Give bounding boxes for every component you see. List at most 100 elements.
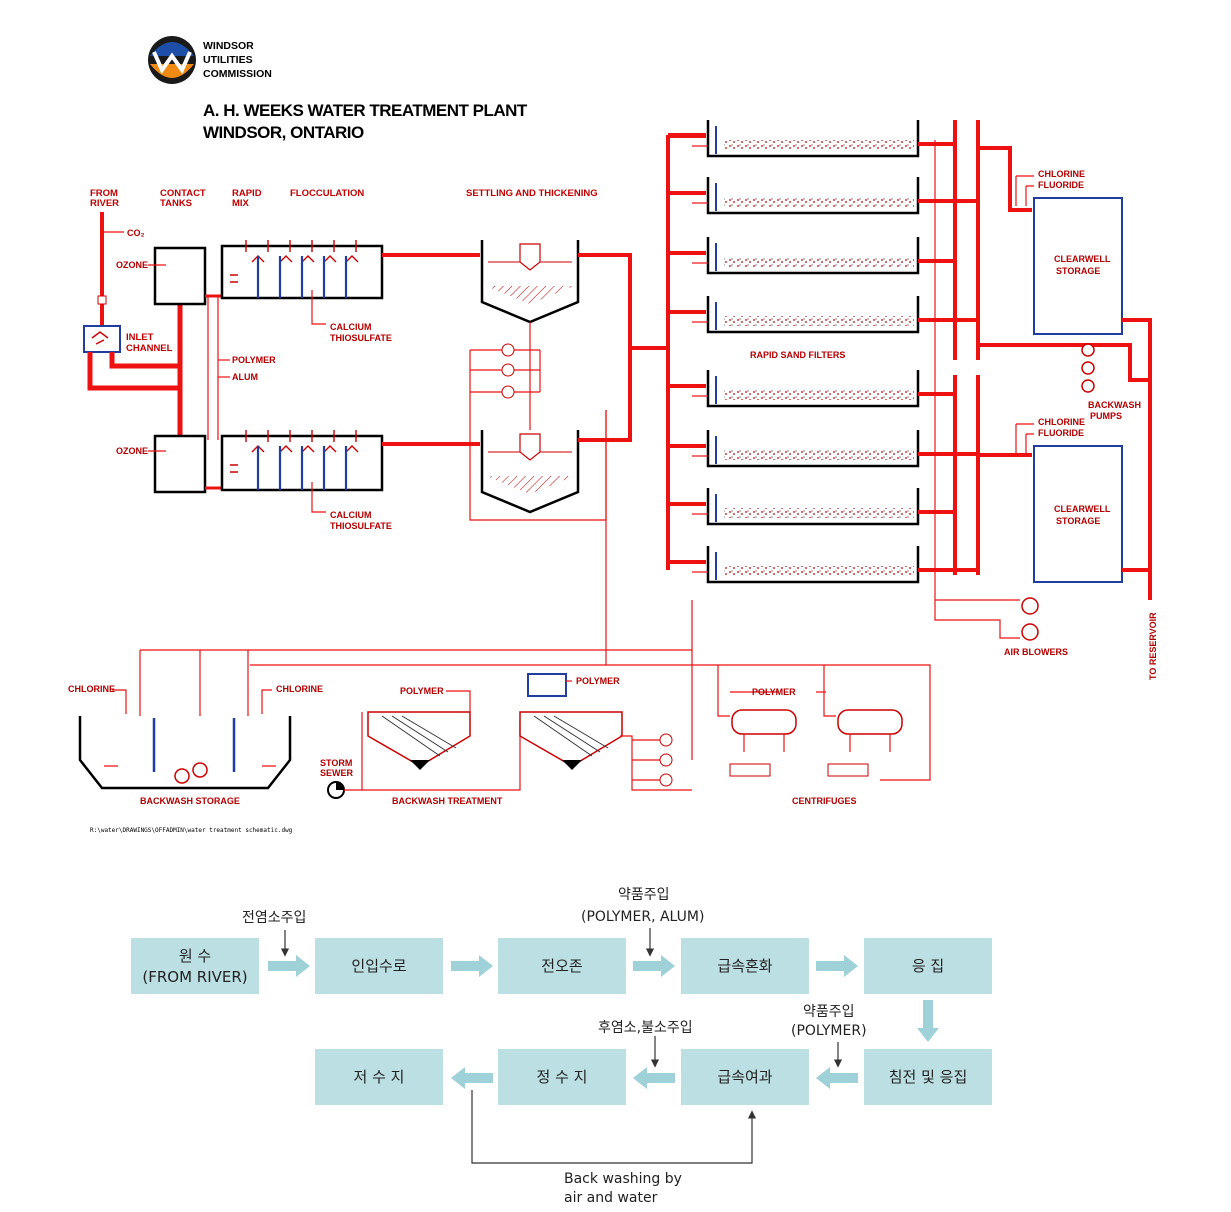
flow-step-r2-4 <box>864 1049 992 1105</box>
inlet-channel-label-2: CHANNEL <box>126 343 173 354</box>
flow-step-r2-2-label: 정 수 지 <box>537 1068 588 1086</box>
backwash-note-1: Back washing by <box>564 1171 682 1187</box>
calcium-top-label: CALCIUM <box>330 322 372 332</box>
plant-location: WINDSOR, ONTARIO <box>203 123 364 142</box>
backwash-storage-label: BACKWASH STORAGE <box>140 796 240 806</box>
flow-step-r2-1-label: 저 수 지 <box>354 1068 405 1086</box>
filter-cell <box>668 546 978 584</box>
flow-step-r1-3-label: 전오존 <box>541 957 583 975</box>
rapid-sand-filters-label: RAPID SAND FILTERS <box>750 350 845 360</box>
file-path: R:\water\DRAWINGS\OFFADMIN\water treatme… <box>90 827 293 834</box>
flow-step-r1-5-label: 응 집 <box>912 957 944 975</box>
clearwells: CLEARWELL STORAGE CLEARWELL STORAGE CHLO… <box>978 169 1158 680</box>
flow-step-r2-1 <box>315 1049 443 1105</box>
backwash-storage-tank <box>78 716 292 790</box>
filter-cell <box>668 237 955 275</box>
flow-step-r2-4-label: 침전 및 응집 <box>889 1068 968 1086</box>
chlorine-left-label: CHLORINE <box>68 684 115 694</box>
calcium-bottom-label: CALCIUM <box>330 510 372 520</box>
co2-label: CO₂ <box>127 228 145 238</box>
backwash-pumps-label-2: PUMPS <box>1090 411 1122 421</box>
chlorine-fluoride-top-2: FLUORIDE <box>1038 180 1084 190</box>
air-blower-icon <box>1021 597 1039 615</box>
from-river-label-2: RIVER <box>90 198 119 209</box>
chlorine-fluoride-top-1: CHLORINE <box>1038 169 1085 179</box>
clearwell-bottom-label: CLEARWELL <box>1054 504 1111 514</box>
filter-cell <box>668 120 955 158</box>
from-river-label: FROM <box>90 188 118 199</box>
chlorine-right-label: CHLORINE <box>276 684 323 694</box>
clearwell-top <box>1033 197 1123 335</box>
filter-cell <box>668 488 955 526</box>
flow-step-r1-1-label: 원 수 <box>179 947 211 965</box>
filter-cell <box>668 430 978 468</box>
flow-step-r2-3 <box>681 1049 809 1105</box>
clearwell-top-label: CLEARWELL <box>1054 254 1111 264</box>
air-blowers-label: AIR BLOWERS <box>1004 647 1068 657</box>
contact-tank-bottom <box>153 434 207 494</box>
truck-icon-2 <box>827 763 869 777</box>
flow-step-r1-2 <box>315 938 443 994</box>
rapid-mix-label-2: MIX <box>232 198 250 209</box>
settling-label: SETTLING AND THICKENING <box>466 188 598 199</box>
inlet-channel-label: INLET <box>126 332 154 343</box>
chem1-note-2: (POLYMER, ALUM) <box>581 909 704 925</box>
to-reservoir-label: TO RESERVOIR <box>1148 612 1158 680</box>
flow-step-r1-2-label: 인입수로 <box>351 957 406 975</box>
backwash-treatment-label: BACKWASH TREATMENT <box>392 796 503 806</box>
flow-step-r2-2 <box>498 1049 626 1105</box>
flow-step-r1-4 <box>681 938 809 994</box>
intake-section: CO₂ INLET CHANNEL OZONE OZONE <box>83 212 480 531</box>
chemical-tank <box>527 673 567 697</box>
polymer-bt2-label: POLYMER <box>576 676 620 686</box>
polymer-bt1-label: POLYMER <box>400 686 444 696</box>
clearwell-bottom <box>1033 445 1123 583</box>
backwash-storage: CHLORINE CHLORINE BACKWASH STORAGE <box>68 684 323 806</box>
truck-icon <box>729 763 771 777</box>
postchlor-note: 후염소,불소주입 <box>598 1020 693 1036</box>
flow-step-r2-3-label: 급속여과 <box>717 1068 772 1086</box>
chlorine-fluoride-bottom-1: CHLORINE <box>1038 417 1085 427</box>
storm-sewer-label-2: SEWER <box>320 768 354 778</box>
calcium-bottom-label-2: THIOSULFATE <box>330 521 392 531</box>
alum-feed-label: ALUM <box>232 372 258 382</box>
flow-step-r1-1 <box>131 938 259 994</box>
ozone-bottom-label: OZONE <box>116 446 148 456</box>
plant-title: A. H. WEEKS WATER TREATMENT PLANT <box>203 101 528 120</box>
contact-tank-top <box>153 246 207 306</box>
filter-cell <box>668 177 978 215</box>
clearwell-top-label-2: STORAGE <box>1056 266 1100 276</box>
chem1-note-1: 약품주입 <box>618 887 670 903</box>
chem2-note-1: 약품주입 <box>803 1004 855 1020</box>
chlorine-fluoride-bottom-2: FLUORIDE <box>1038 428 1084 438</box>
rapid-sand-filters: RAPID SAND FILTERS <box>666 120 1032 639</box>
flow-step-r1-3 <box>498 938 626 994</box>
rapid-mix-label: RAPID <box>232 188 262 199</box>
filter-cell <box>668 296 978 334</box>
clarifier-bt-1 <box>367 711 471 767</box>
centrifuges-label: CENTRIFUGES <box>792 796 857 806</box>
backwash-pumps-label: BACKWASH <box>1088 400 1141 410</box>
logo: WINDSOR UTILITIES COMMISSION <box>148 36 272 84</box>
filter-cell <box>668 370 955 408</box>
logo-line-1: WINDSOR <box>203 40 254 52</box>
contact-tanks-label-2: TANKS <box>160 198 192 209</box>
clarifiers <box>469 240 668 650</box>
clearwell-bottom-label-2: STORAGE <box>1056 516 1100 526</box>
logo-line-3: COMMISSION <box>203 68 272 80</box>
chem2-note-2: (POLYMER) <box>791 1023 867 1039</box>
polymer-cf-label: POLYMER <box>752 687 796 697</box>
calcium-top-label-2: THIOSULFATE <box>330 333 392 343</box>
clarifier-bt-2 <box>519 711 623 767</box>
storm-sewer-label: STORM <box>320 758 352 768</box>
air-blower-icon-2 <box>1021 623 1039 641</box>
flow-step-r1-4-label: 급속혼화 <box>717 957 772 975</box>
flocculation-label: FLOCCULATION <box>290 188 364 199</box>
prechlorination-note: 전염소주입 <box>242 910 306 926</box>
contact-tanks-label: CONTACT <box>160 188 206 199</box>
centrifuge-2 <box>837 709 903 735</box>
clarifier-bottom <box>480 430 580 514</box>
inlet-channel <box>83 325 121 353</box>
backwash-treatment: STORM SEWER POLYMER POLYMER BACKWASH TRE… <box>320 673 692 806</box>
